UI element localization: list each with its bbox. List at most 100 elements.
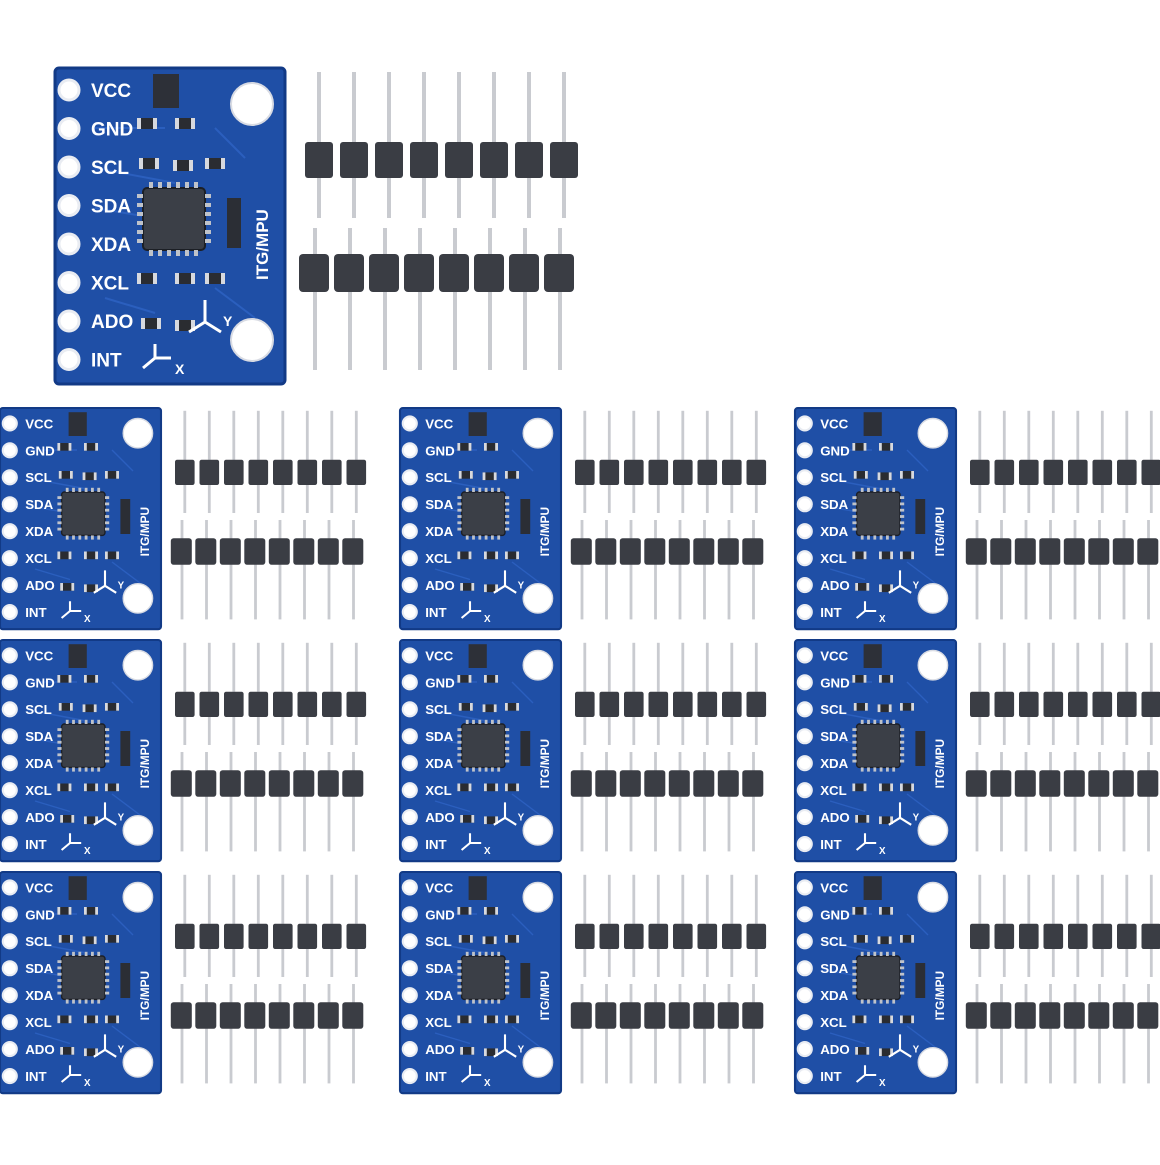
header-block (244, 770, 265, 797)
header-pin (632, 949, 635, 977)
regulator-chip (69, 644, 87, 668)
header-pin (254, 1027, 257, 1083)
crystal (120, 963, 130, 998)
pin-label-scl: SCL (91, 158, 129, 179)
header-pin (608, 411, 611, 460)
header-pin (679, 752, 682, 772)
axis-x-label: X (84, 1078, 91, 1089)
header-pin (630, 795, 633, 851)
mounting-hole (523, 816, 552, 845)
header-block (200, 924, 220, 949)
pin-label-xda: XDA (25, 988, 53, 1003)
header-pin (383, 228, 387, 256)
header-pin (681, 949, 684, 977)
pin-label-xda: XDA (425, 988, 453, 1003)
header-block (347, 692, 367, 717)
header-pin (1123, 1027, 1126, 1083)
header-pin (330, 949, 333, 977)
header-pin (1123, 563, 1126, 619)
header-pin (328, 563, 331, 619)
header-pin (254, 795, 257, 851)
header-pin (230, 795, 233, 851)
crystal (120, 731, 130, 766)
pin-label-scl: SCL (425, 934, 452, 949)
header-pin (755, 717, 758, 745)
pin-label-int: INT (425, 605, 446, 620)
pin-label-vcc: VCC (425, 648, 453, 663)
crystal (227, 198, 241, 248)
header-block (171, 1002, 192, 1029)
pin-pad (798, 416, 812, 430)
mounting-hole (523, 584, 552, 613)
pin-pad (798, 756, 812, 770)
header-block (595, 538, 616, 565)
header-block (273, 692, 293, 717)
pin-label-vcc: VCC (820, 416, 848, 431)
pin-pad (3, 783, 17, 797)
header-pin (605, 752, 608, 772)
header-pin (632, 875, 635, 924)
header-pin (303, 520, 306, 540)
header-pin (657, 411, 660, 460)
header-pin (1125, 643, 1128, 692)
pin-label-ado: ADO (425, 810, 455, 825)
pin-pad (798, 934, 812, 948)
header-block (1142, 924, 1160, 949)
header-pin (1052, 643, 1055, 692)
pin-pad (59, 157, 79, 177)
header-block (718, 538, 739, 565)
pin-pad (403, 1015, 417, 1029)
header-pin (706, 411, 709, 460)
header-pin (1074, 752, 1077, 772)
axis-y-label: Y (913, 1045, 920, 1056)
pin-pad (3, 702, 17, 716)
header-pin (730, 717, 733, 745)
header-block (722, 924, 742, 949)
crystal (120, 499, 130, 534)
header-block (600, 460, 620, 485)
header-pin (752, 795, 755, 851)
header-pin (1125, 717, 1128, 745)
header-pin (387, 178, 391, 218)
axis-x-label: X (84, 614, 91, 625)
header-block (347, 460, 367, 485)
header-pin (257, 875, 260, 924)
pin-pad (798, 578, 812, 592)
header-block (624, 460, 644, 485)
mounting-hole (231, 83, 273, 125)
header-pin (208, 643, 211, 692)
header-block (220, 770, 241, 797)
pin-label-sda: SDA (425, 961, 453, 976)
axis-y-label: Y (518, 1045, 525, 1056)
pin-pad (798, 810, 812, 824)
header-pin (630, 563, 633, 619)
pin-label-gnd: GND (425, 675, 455, 690)
header-pin (230, 563, 233, 619)
header-pin (418, 290, 422, 370)
header-pin (562, 72, 566, 142)
header-pin (581, 1027, 584, 1083)
header-pin (976, 752, 979, 772)
header-block (649, 460, 669, 485)
regulator-chip (864, 876, 882, 900)
pin-pad (798, 524, 812, 538)
header-block (575, 692, 595, 717)
header-pin (632, 485, 635, 513)
header-block (1137, 770, 1158, 797)
pin-pad (3, 934, 17, 948)
header-block (322, 460, 342, 485)
header-block (1137, 1002, 1158, 1029)
header-pin (1076, 717, 1079, 745)
header-pin (348, 290, 352, 370)
header-pin (1074, 984, 1077, 1004)
pin-pad (403, 648, 417, 662)
header-block (693, 1002, 714, 1029)
mounting-hole (918, 651, 947, 680)
pin-label-xda: XDA (820, 524, 848, 539)
pin-label-vcc: VCC (425, 416, 453, 431)
header-block (644, 1002, 665, 1029)
header-pin (328, 520, 331, 540)
header-pin (205, 795, 208, 851)
header-block (342, 770, 363, 797)
